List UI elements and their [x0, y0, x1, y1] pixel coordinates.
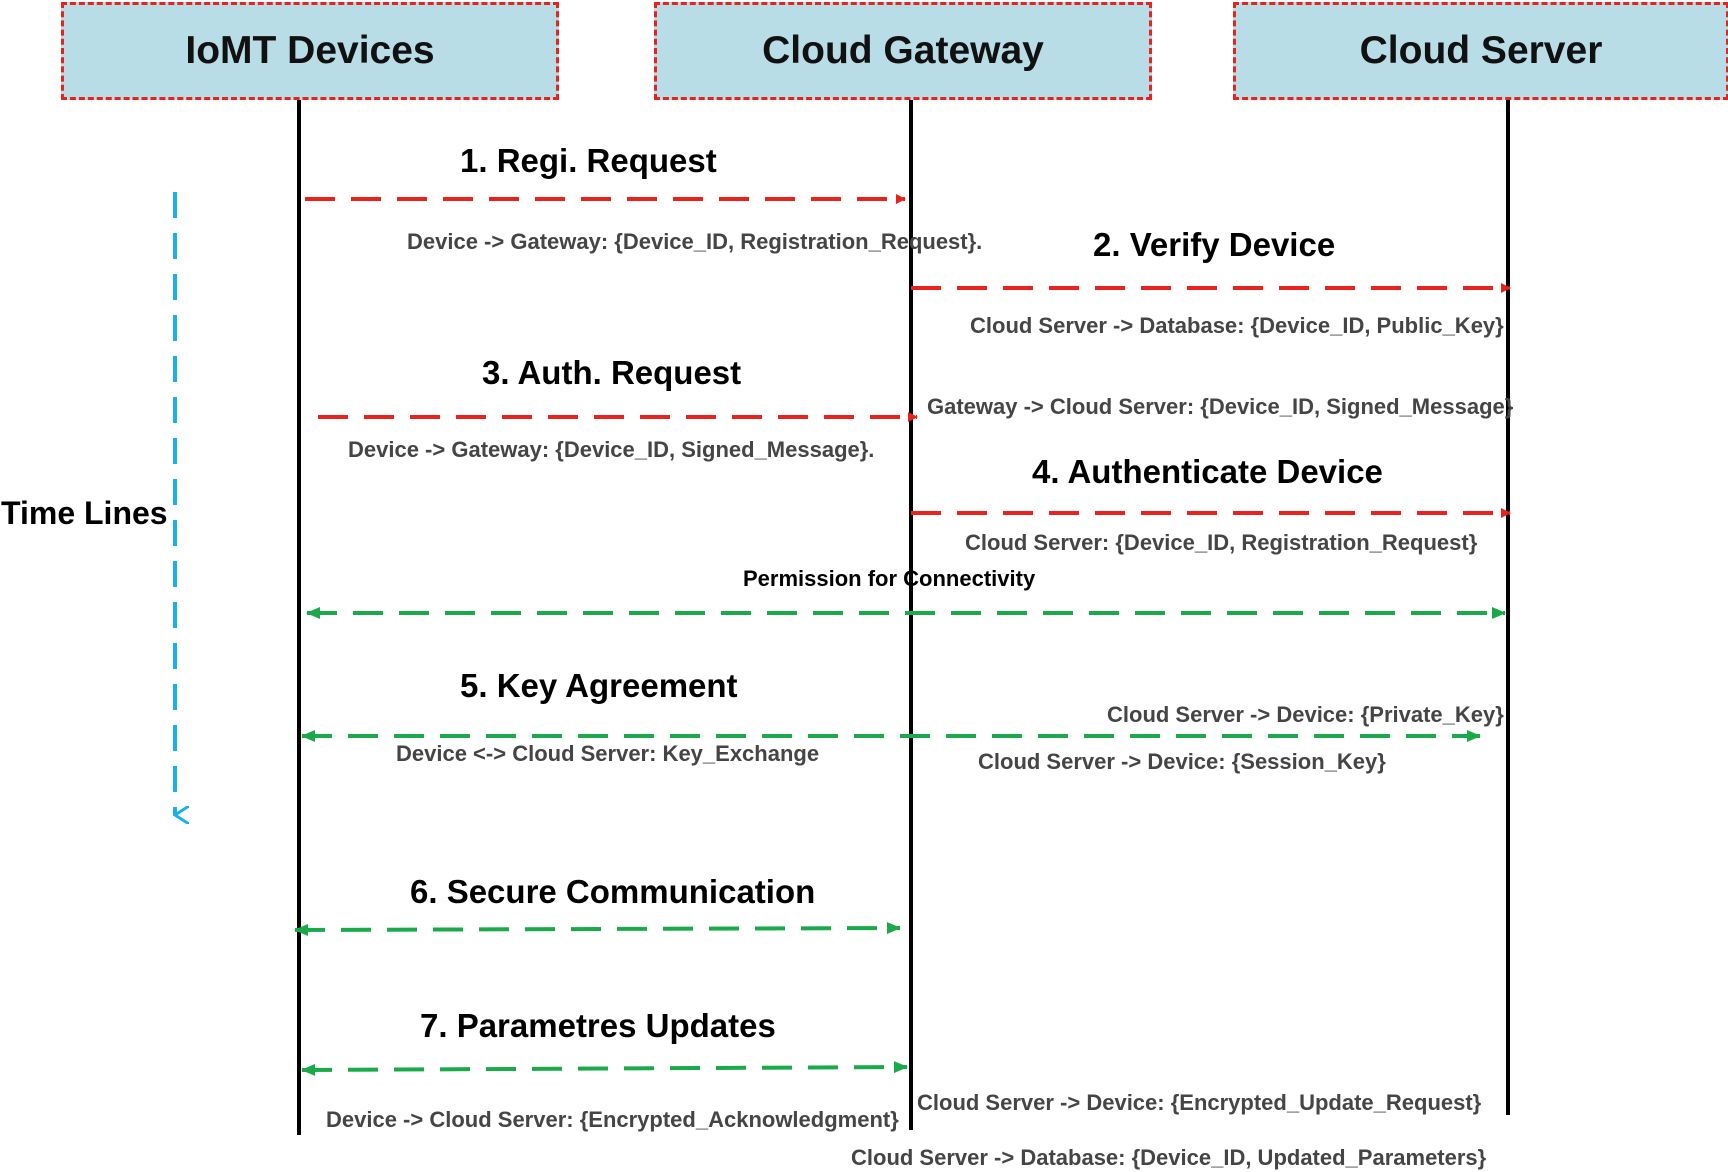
lane-header-iomt-devices: IoMT Devices	[61, 2, 559, 100]
message-server-to-device-session-key: Cloud Server -> Device: {Session_Key}	[978, 749, 1386, 774]
lane-title-iomt-devices: IoMT Devices	[185, 29, 435, 72]
step-3-title: 3. Auth. Request	[482, 354, 742, 391]
lane-title-cloud-gateway: Cloud Gateway	[762, 29, 1044, 72]
step-7-title: 7. Parametres Updates	[420, 1007, 776, 1044]
step-2-title: 2. Verify Device	[1093, 226, 1336, 263]
message-server-to-device-update-request: Cloud Server -> Device: {Encrypted_Updat…	[917, 1090, 1482, 1115]
step-5-title: 5. Key Agreement	[460, 667, 738, 704]
timeline-label: Time Lines	[1, 495, 168, 531]
message-server-registration-request: Cloud Server: {Device_ID, Registration_R…	[965, 530, 1478, 555]
step-4-title: 4. Authenticate Device	[1032, 453, 1383, 490]
lane-header-cloud-server: Cloud Server	[1233, 2, 1728, 100]
message-device-to-gateway-signed: Device -> Gateway: {Device_ID, Signed_Me…	[348, 437, 875, 462]
message-device-to-server-acknowledgment: Device -> Cloud Server: {Encrypted_Ackno…	[326, 1107, 899, 1132]
message-server-to-database-parameters: Cloud Server -> Database: {Device_ID, Up…	[851, 1145, 1487, 1170]
step-1-title: 1. Regi. Request	[460, 142, 717, 179]
message-permission-connectivity: Permission for Connectivity	[743, 566, 1036, 591]
arrow-secure-communication	[294, 922, 901, 936]
message-server-to-device-private-key: Cloud Server -> Device: {Private_Key}	[1107, 702, 1504, 727]
lane-title-cloud-server: Cloud Server	[1359, 29, 1603, 72]
lane-header-cloud-gateway: Cloud Gateway	[654, 2, 1152, 100]
message-device-to-gateway-registration: Device -> Gateway: {Device_ID, Registrat…	[407, 229, 983, 254]
message-server-to-database-public-key: Cloud Server -> Database: {Device_ID, Pu…	[970, 313, 1504, 338]
arrow-parametres-updates	[301, 1061, 908, 1076]
step-6-title: 6. Secure Communication	[410, 873, 816, 910]
message-gateway-to-server-signed: Gateway -> Cloud Server: {Device_ID, Sig…	[927, 394, 1514, 419]
message-device-server-key-exchange: Device <-> Cloud Server: Key_Exchange	[396, 741, 820, 766]
